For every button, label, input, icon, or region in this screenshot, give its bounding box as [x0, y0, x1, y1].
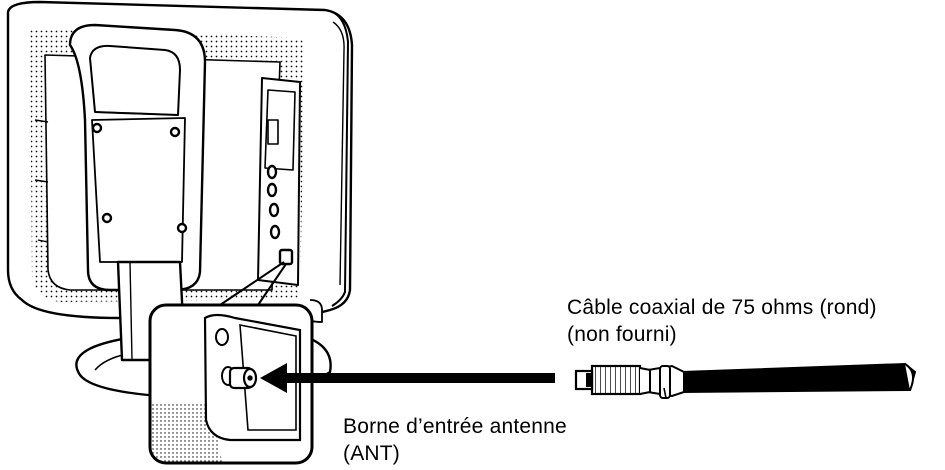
cable-label-line1: Câble coaxial de 75 ohms (rond) — [567, 296, 877, 319]
zoom-inset — [148, 303, 314, 465]
terminal-label-line1: Borne d’entrée antenne — [343, 415, 567, 438]
callout-lines — [219, 261, 287, 306]
ant-jack-small — [278, 248, 294, 266]
mount-plate — [91, 117, 186, 263]
coaxial-cable — [574, 362, 917, 399]
insertion-arrow — [260, 363, 555, 393]
cable-label: Câble coaxial de 75 ohms (rond) (non fou… — [567, 294, 877, 348]
monitor — [6, 0, 354, 400]
cable-label-line2: (non fourni) — [567, 323, 677, 346]
ant-input-jack — [228, 366, 258, 390]
monitor-bezel-edge — [324, 9, 349, 307]
terminal-label: Borne d’entrée antenne (ANT) — [343, 413, 567, 467]
terminal-label-line2: (ANT) — [343, 442, 400, 465]
